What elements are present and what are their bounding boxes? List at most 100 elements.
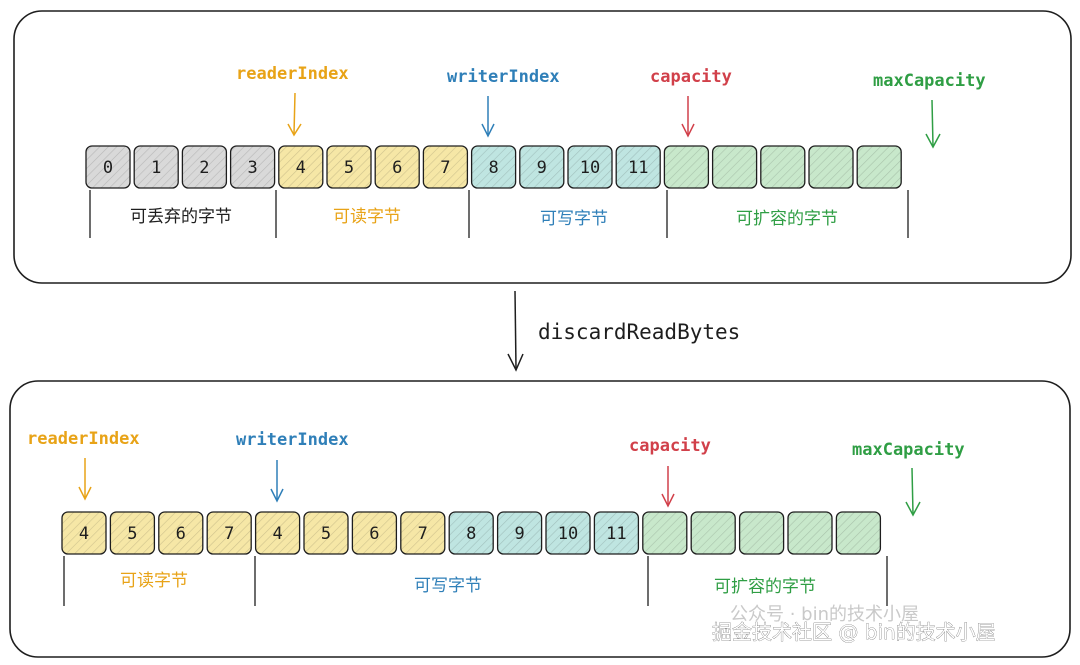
bottom-cell-hatch [594,512,639,554]
top-region-discardable: 可丢弃的字节 [130,207,232,227]
top-cell-expandable [760,145,806,189]
top-cell-expandable [856,145,902,189]
top-cell-hatch [230,146,275,188]
bottom-cell-readable: 4 [254,511,301,555]
top-cell-hatch [568,146,612,188]
bottom-cell-expandable [642,511,688,555]
top-cell-label: 2 [199,158,209,178]
bottom-cell-hatch [110,512,155,554]
top-writer-index-label: writerIndex [447,67,560,87]
bottom-max-capacity-arrow [905,467,921,517]
bottom-reader-index-arrow [78,458,92,501]
bottom-cell-expandable [787,511,833,555]
bottom-cell-readable: 4 [61,511,107,555]
top-max-capacity-label: maxCapacity [873,71,986,91]
bottom-cell-hatch [207,512,252,554]
bottom-cell-label: 8 [466,524,476,544]
bottom-cell-label: 4 [272,524,282,544]
watermark-wechat: 公众号 · bin的技术小屋 [730,604,919,625]
bottom-cell-hatch [400,512,445,554]
operation-arrow [507,290,524,372]
bottom-cell-hatch [546,512,590,554]
bottom-cell-label: 9 [514,524,524,544]
bottom-cell-readable: 5 [109,511,156,555]
top-cell-label: 7 [440,158,450,178]
top-capacity-arrow [681,96,695,138]
top-cell-discardable: 2 [181,145,228,189]
bottom-cell-readable: 6 [158,511,204,555]
top-cell-hatch [712,146,757,188]
top-cell-readable: 5 [326,145,372,189]
top-cell-hatch [519,146,564,188]
top-cell-writable: 10 [567,145,613,189]
bottom-cell-label: 7 [418,524,428,544]
top-cell-discardable: 3 [229,145,276,189]
top-cell-label: 10 [580,158,600,178]
bottom-cell-hatch [62,512,106,554]
top-cell-hatch [278,146,323,188]
bottom-cell-hatch [739,512,784,554]
top-cell-discardable: 0 [85,145,131,189]
watermark-juejin: 掘金技术社区 @ bin的技术小屋 [712,620,996,644]
bottom-cell-writable: 10 [545,511,591,555]
bottom-region-writable: 可写字节 [414,576,482,596]
bottom-cell-readable: 6 [351,511,398,555]
top-max-capacity-arrow [925,99,941,149]
top-region-expandable: 可扩容的字节 [736,209,838,229]
operation-label: discardReadBytes [538,320,740,344]
top-cell-label: 1 [151,158,161,178]
top-cell-hatch [423,146,468,188]
bottom-cell-hatch [304,512,348,554]
top-cell-writable: 8 [470,145,517,189]
bottom-capacity-arrow [661,466,675,508]
top-cell-readable: 6 [374,145,420,189]
top-region-readable: 可读字节 [333,207,401,227]
top-region-writable: 可写字节 [540,209,608,229]
top-cell-writable: 9 [519,145,565,189]
top-cell-hatch [134,146,179,188]
bottom-cell-readable: 5 [303,511,349,555]
top-cell-hatch [471,146,516,188]
bottom-cell-hatch [158,512,203,554]
bottom-cell-label: 6 [176,524,186,544]
top-cell-readable: 7 [422,145,469,189]
top-cell-expandable [808,145,854,189]
bottom-cell-hatch [255,512,300,554]
bottom-cell-readable: 7 [400,511,446,555]
top-cell-label: 9 [537,158,547,178]
bottom-cell-hatch [788,512,832,554]
bottom-reader-index-label: readerIndex [27,429,140,449]
top-cell-label: 0 [103,158,113,178]
top-cell-label: 11 [628,158,648,178]
top-cell-discardable: 1 [133,145,179,189]
top-cell-hatch [182,146,227,188]
top-cell-readable: 4 [278,145,324,189]
bottom-cell-expandable [835,511,882,555]
top-cell-hatch [375,146,420,188]
bottom-cell-label: 5 [127,524,137,544]
top-cell-hatch [760,146,805,188]
bottom-cell-hatch [352,512,397,554]
top-cell-hatch [809,146,853,188]
bottom-cell-writable: 8 [448,511,494,555]
bottom-cell-expandable [690,511,736,555]
bottom-cell-hatch [497,512,542,554]
top-reader-index-arrow [287,92,302,137]
bottom-cell-writable: 9 [496,511,543,555]
bottom-region-expandable: 可扩容的字节 [714,577,816,597]
top-cell-expandable [711,145,758,189]
top-writer-index-arrow [481,96,495,138]
bottom-max-capacity-label: maxCapacity [852,440,965,460]
bottom-cell-label: 11 [606,524,626,544]
bottom-cell-hatch [449,512,494,554]
bottom-cell-hatch [836,512,881,554]
bottom-cell-expandable [738,511,785,555]
bottom-cell-readable: 7 [206,511,252,555]
top-cell-hatch [616,146,661,188]
top-cell-label: 4 [296,158,306,178]
top-cell-label: 3 [247,158,257,178]
top-cell-hatch [86,146,130,188]
